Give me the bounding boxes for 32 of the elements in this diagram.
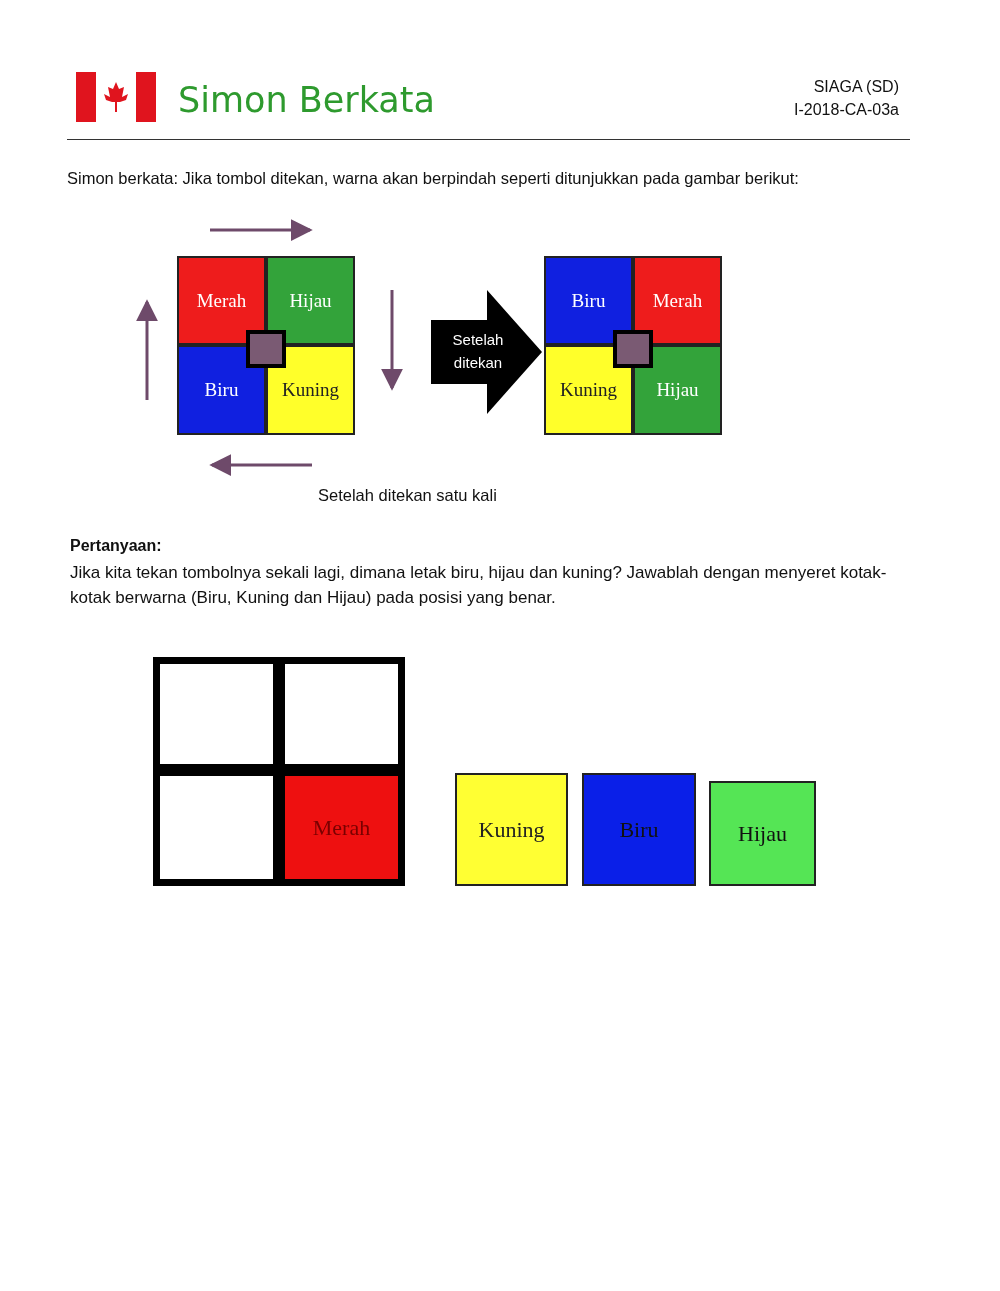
draggable-tile [582,773,696,886]
color-tile [544,345,633,435]
tile-label: Kuning [560,379,617,401]
tile-label: Biru [204,379,239,401]
color-tile [177,345,266,435]
tile-label: Biru [619,816,659,843]
tile-label: Kuning [478,816,545,843]
code-text: I-2018-CA-03a [794,101,899,119]
color-tile [633,256,722,345]
draggable-tile [709,781,816,886]
tile-label: Kuning [282,379,339,401]
question-text: Jika kita tekan tombolnya sekali lagi, dimana letak biru, hijau dan kuning? Jawablah dengan menyeret kotak-kotak berwarna (Biru, Kuning dan Hijau) pada posisi yang benar. [70,562,888,609]
color-tile [544,256,633,345]
tile-label: Hijau [738,820,787,847]
arrow-label: Setelah ditekan [451,330,505,373]
tile-label: Merah [312,814,371,841]
draggable-tile [455,773,568,886]
tile-label: Hijau [289,289,332,312]
intro-text: Simon berkata: Jika tombol ditekan, warna akan berpindah seperti ditunjukkan pada gambar berikut: [67,169,799,188]
level-text: SIAGA (SD) [813,78,899,96]
caption-text: Setelah ditekan satu kali [318,486,497,505]
page-title: Simon Berkata [178,80,435,120]
color-tile [633,345,722,435]
color-tile [266,256,355,345]
question-heading: Pertanyaan: [70,537,162,555]
block-arrow [431,290,542,414]
tile-label: Hijau [656,379,699,401]
tile-label: Merah [652,289,703,312]
color-tile [177,256,266,345]
tile-label: Biru [571,289,606,312]
color-tile [266,345,355,435]
tile-label: Merah [196,289,247,312]
